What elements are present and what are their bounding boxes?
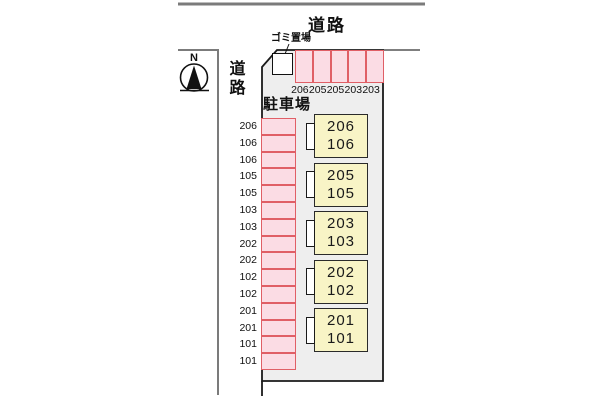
parking-space-number: 106: [239, 136, 257, 149]
parking-space-number: 103: [239, 204, 257, 216]
parking-space-number: 203: [344, 84, 363, 96]
parking-space-number: 102: [239, 288, 257, 300]
parking-space-top: [366, 50, 384, 83]
parking-space-number: 206: [291, 84, 309, 96]
unit-entrance: [306, 219, 315, 247]
parking-space-left: [261, 218, 296, 236]
parking-space-number: 203: [362, 84, 380, 96]
parking-space-left: [261, 168, 296, 186]
parking-space-number: 201: [239, 304, 257, 317]
parking-space-left: [261, 286, 296, 303]
road-label-left: 道路: [229, 61, 246, 97]
parking-space-left: [261, 302, 296, 320]
parking-space-left: [261, 202, 296, 219]
parking-space-top: [348, 50, 367, 83]
parking-space-top: [295, 50, 313, 83]
parking-space-number: 205: [308, 84, 327, 96]
parking-space-number: 101: [239, 338, 257, 351]
parking-space-left: [261, 235, 296, 253]
unit-number-upper: 205: [326, 166, 356, 184]
parking-space-number: 101: [239, 355, 257, 368]
unit-number-lower: 101: [326, 330, 356, 347]
unit-entrance: [306, 122, 315, 150]
unit-entrance: [306, 316, 315, 344]
road-label-top: 道路: [308, 16, 346, 35]
compass-icon: N: [179, 52, 209, 92]
parking-space-top: [312, 50, 331, 83]
parking-space-left: [261, 252, 296, 270]
parking-space-number: 103: [239, 220, 257, 233]
unit-entrance: [306, 171, 315, 198]
unit-number-upper: 202: [326, 263, 356, 281]
parking-space-left: [261, 185, 296, 202]
parking-space-left: [261, 269, 296, 286]
garbage-storage-label: ゴミ置場: [271, 33, 311, 44]
parking-space-number: 205: [326, 84, 345, 96]
unit-number-upper: 203: [326, 215, 356, 232]
unit-number-upper: 206: [326, 118, 356, 135]
parking-lot-label: 駐車場: [263, 96, 312, 113]
garbage-storage-box: [272, 53, 293, 75]
parking-space-left: [261, 353, 296, 370]
parking-space-left: [261, 151, 296, 169]
parking-space-left: [261, 336, 296, 354]
unit-entrance: [306, 268, 315, 295]
parking-space-top: [330, 50, 349, 83]
unit-number-lower: 103: [326, 233, 356, 250]
parking-space-number: 202: [239, 254, 257, 267]
parking-space-number: 105: [239, 170, 257, 183]
unit-number-lower: 106: [326, 136, 356, 153]
parking-space-number: 201: [239, 321, 257, 334]
parking-space-number: 105: [239, 187, 257, 200]
parking-space-left: [261, 319, 296, 337]
top-parking-row: [295, 50, 384, 83]
parking-space-number: 206: [239, 120, 257, 132]
left-parking-column: [261, 118, 296, 370]
parking-space-number: 106: [239, 153, 257, 166]
left-parking-column-labels: 206 106 106 105 105 103 103 202 202 102 102 201 201 1…: [225, 118, 257, 370]
parking-space-number: 202: [239, 237, 257, 250]
unit-number-lower: 105: [326, 184, 356, 202]
road-line-left: [178, 49, 219, 395]
unit-number-lower: 102: [326, 281, 356, 299]
unit-number-upper: 201: [326, 312, 356, 329]
parking-space-left: [261, 118, 296, 135]
compass-north-label: N: [190, 52, 198, 64]
parking-space-left: [261, 134, 296, 152]
parking-space-number: 102: [239, 271, 257, 284]
